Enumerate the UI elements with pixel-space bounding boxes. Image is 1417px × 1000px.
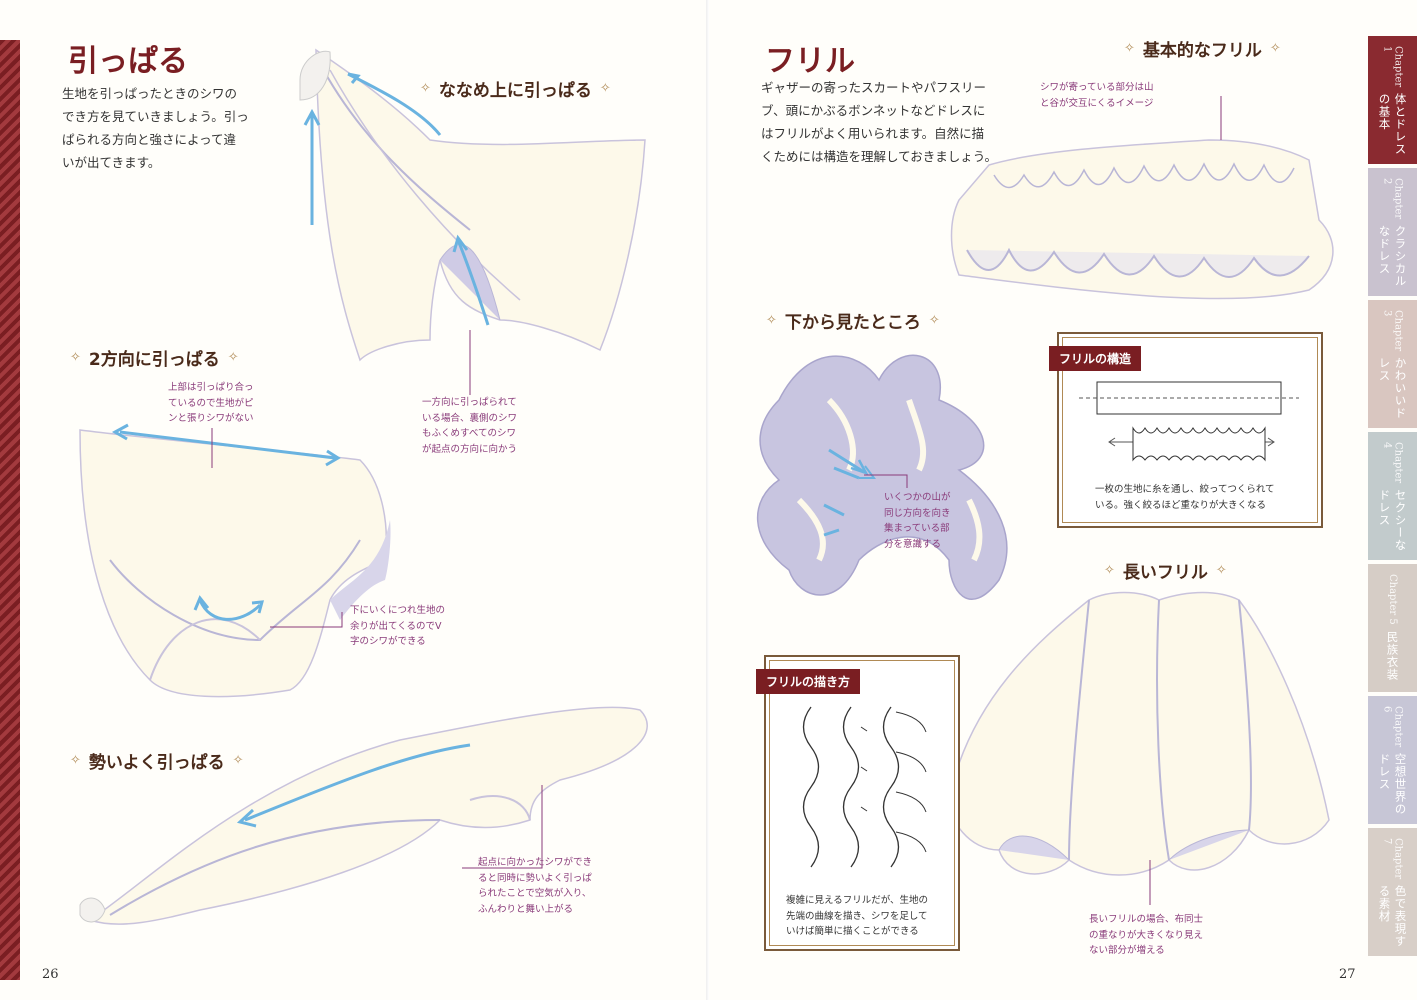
- section-heading-strong: ✧勢いよく引っぱる✧: [70, 753, 244, 773]
- box-label: フリルの描き方: [756, 669, 861, 694]
- frill-from-below-illustration: [757, 354, 1008, 600]
- chapter-tab-1[interactable]: Chapter 1 体とドレスの基本: [1368, 36, 1417, 164]
- ornament-icon: ✧: [1104, 563, 1115, 578]
- note-diagonal: 一方向に引っぱられて いる場合、裏側のシワ もふくめすべてのシワ が起点の方向に…: [422, 397, 518, 455]
- note-bottom: 下にいくにつれ生地の 余りが出てくるのでV 字のシワができる: [350, 605, 446, 647]
- decorative-stripe: [0, 40, 20, 980]
- note-strong: 起点に向かったシワができ ると同時に勢いよく引っぱ られたことで空気が入り、 ふ…: [478, 857, 593, 915]
- note-basic: シワが寄っている部分は山 と谷が交互にくるイメージ: [1040, 82, 1154, 109]
- ornament-icon: ✧: [70, 350, 81, 365]
- box-label: フリルの構造: [1049, 346, 1142, 371]
- ornament-icon: ✧: [420, 81, 431, 96]
- chapter-tab-6[interactable]: Chapter 6 空想世界のドレス: [1368, 696, 1417, 824]
- ornament-icon: ✧: [1269, 41, 1281, 56]
- cloth-strong-pull-illustration: [79, 706, 648, 925]
- ornament-icon: ✧: [766, 313, 777, 328]
- left-page: 引っぱる 生地を引っぱったときのシワの でき方を見ていきましょう。引っ ぱられる…: [0, 0, 708, 1000]
- ornament-icon: ✧: [1215, 563, 1227, 578]
- structure-caption: 一枚の生地に糸を通し、絞ってつくられて いる。強く絞るほど重なりが大きくなる: [1095, 484, 1275, 511]
- cloth-two-way-illustration: [79, 423, 391, 698]
- frill-illustrations: [757, 96, 1334, 905]
- intro-text: ギャザーの寄ったスカートやパフスリー ブ、頭にかぶるボンネットなどドレスに はフ…: [761, 80, 998, 164]
- frill-structure-box: フリルの構造 一枚の生地に糸を通し、絞ってつくられて いる。強く絞るほど重なりが…: [1049, 332, 1323, 528]
- right-page: フリル ギャザーの寄ったスカートやパフスリー ブ、頭にかぶるボンネットなどドレス…: [709, 0, 1417, 1000]
- ornament-icon: ✧: [227, 350, 239, 365]
- cloth-diagonal-illustration: [299, 48, 646, 395]
- section-heading-two-way: ✧2方向に引っぱる✧: [70, 350, 239, 370]
- note-long: 長いフリルの場合、布同士 の重なりが大きくなり見え ない部分が増える: [1089, 914, 1204, 956]
- cloth-illustrations-left: [79, 48, 648, 925]
- note-top: 上部は引っぱり合っ ているので生地がピ ンと張りシワがない: [168, 382, 254, 424]
- section-heading-diagonal: ✧ななめ上に引っぱる✧: [420, 81, 611, 101]
- basic-frill-illustration: [950, 96, 1334, 300]
- section-heading-basic: ✧基本的なフリル✧: [1124, 41, 1281, 61]
- ornament-icon: ✧: [232, 753, 244, 768]
- note-below: いくつかの山が 同じ方向を向き 集まっている部 分を意識する: [884, 492, 951, 550]
- ornament-icon: ✧: [70, 753, 81, 768]
- chapter-tab-5[interactable]: Chapter 5 民族衣装: [1368, 564, 1417, 692]
- chapter-tab-2[interactable]: Chapter 2 クラシカルなドレス: [1368, 168, 1417, 296]
- page-number: 27: [1339, 967, 1356, 982]
- chapter-tab-7[interactable]: Chapter 7 色で表現する素材: [1368, 828, 1417, 956]
- chapter-tab-4[interactable]: Chapter 4 セクシーなドレス: [1368, 432, 1417, 560]
- structure-diagram: [1079, 381, 1299, 462]
- section-heading-below: ✧下から見たところ✧: [766, 313, 940, 333]
- intro-text: 生地を引っぱったときのシワの でき方を見ていきましょう。引っ ぱられる方向と強さ…: [62, 86, 249, 170]
- ornament-icon: ✧: [599, 81, 611, 96]
- page-title: フリル: [765, 44, 855, 79]
- section-heading-long: ✧長いフリル✧: [1104, 563, 1227, 583]
- frill-howto-box: フリルの描き方 複雑に見えるフリルだが、生地の 先端の曲線を描き、シワを足して …: [756, 655, 960, 951]
- ornament-icon: ✧: [1124, 41, 1135, 56]
- page-number: 26: [42, 967, 59, 982]
- ornament-icon: ✧: [928, 313, 940, 328]
- page-title: 引っぱる: [68, 44, 188, 79]
- howto-sketch: [802, 706, 927, 868]
- long-frill-illustration: [948, 591, 1330, 905]
- howto-caption: 複雑に見えるフリルだが、生地の 先端の曲線を描き、シワを足して いけば簡単に描く…: [786, 895, 929, 937]
- chapter-tab-3[interactable]: Chapter 3 かわいいドレス: [1368, 300, 1417, 428]
